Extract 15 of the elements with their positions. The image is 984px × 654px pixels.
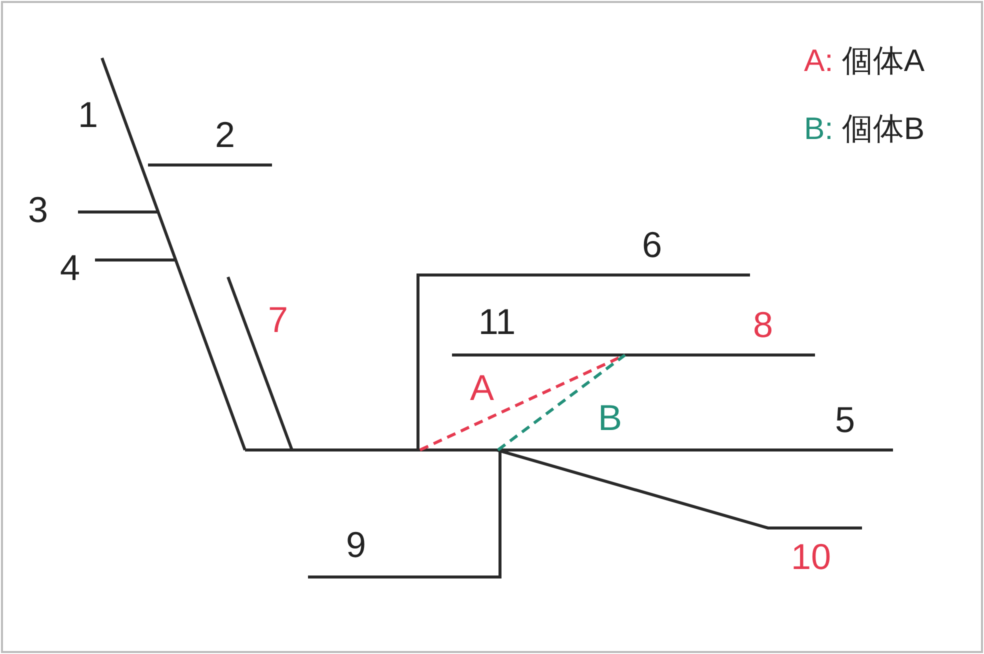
number-label: 11 [478, 304, 516, 340]
number-label: 10 [790, 539, 832, 575]
number-label: 4 [60, 250, 80, 286]
number-label: 9 [346, 527, 366, 563]
number-label: 3 [28, 192, 48, 228]
number-label: 1 [78, 97, 98, 133]
line-label: B [598, 400, 622, 436]
number-label: 8 [752, 307, 774, 343]
number-label: 7 [268, 302, 288, 338]
number-label: 2 [214, 117, 236, 153]
number-label: 6 [642, 227, 662, 263]
legend-entry: A: 個体A [804, 44, 925, 78]
number-label: 5 [834, 402, 856, 438]
line-label: A [470, 370, 494, 406]
legend-entry: B: 個体B [804, 112, 925, 146]
